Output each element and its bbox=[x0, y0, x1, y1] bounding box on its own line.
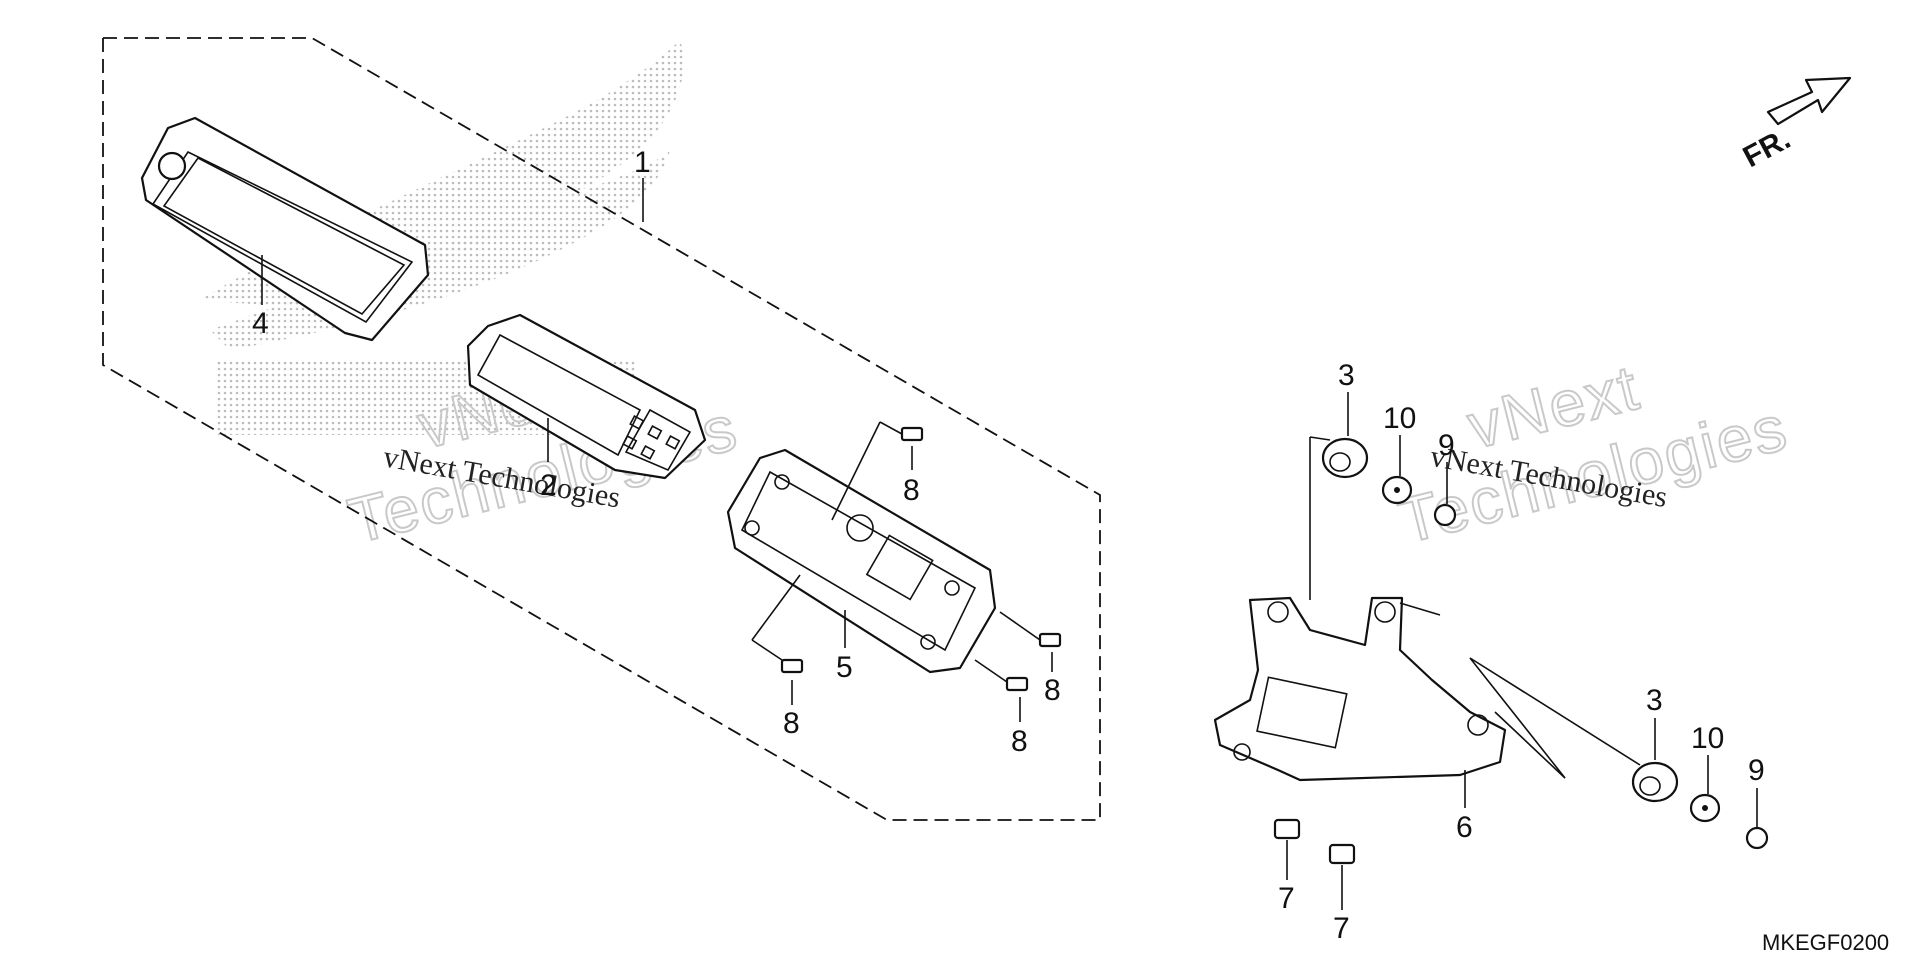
grommet-3-top bbox=[1321, 392, 1369, 479]
callout-3-bottom: 3 bbox=[1646, 684, 1663, 717]
callout-3-top: 3 bbox=[1338, 359, 1355, 392]
callout-2: 2 bbox=[540, 469, 557, 502]
callout-5: 5 bbox=[836, 651, 853, 684]
meter-unit-part bbox=[466, 313, 707, 480]
washer-10-top bbox=[1381, 435, 1413, 505]
callout-9-bottom: 9 bbox=[1748, 754, 1765, 787]
screw-8-bottom-left bbox=[751, 574, 804, 705]
screw-9-bottom bbox=[1745, 788, 1769, 850]
callout-9-top: 9 bbox=[1438, 429, 1455, 462]
callout-1: 1 bbox=[634, 146, 651, 179]
callout-4: 4 bbox=[252, 307, 269, 340]
callout-10-bottom: 10 bbox=[1691, 722, 1724, 755]
bolt-7-left bbox=[1273, 818, 1301, 880]
screw-9-top bbox=[1433, 462, 1457, 527]
callout-8-top: 8 bbox=[903, 474, 920, 507]
callout-8-right: 8 bbox=[1044, 674, 1061, 707]
grommet-3-bottom bbox=[1631, 718, 1679, 803]
diagram-code: MKEGF0200 bbox=[1762, 930, 1889, 955]
front-direction-indicator: FR. bbox=[1738, 76, 1852, 174]
screw-8-right bbox=[999, 611, 1062, 672]
callout-7-right: 7 bbox=[1333, 912, 1350, 945]
front-direction-label: FR. bbox=[1738, 122, 1796, 174]
screw-8-lower-right bbox=[974, 659, 1029, 722]
meter-case-part bbox=[726, 448, 997, 674]
meter-cover-part bbox=[140, 116, 430, 342]
bolt-7-right bbox=[1328, 843, 1356, 910]
callout-8-lower-right: 8 bbox=[1011, 725, 1028, 758]
meter-bracket-part bbox=[1213, 436, 1641, 808]
washer-10-bottom bbox=[1689, 755, 1721, 823]
assembly-boundary bbox=[102, 37, 1101, 821]
callout-7-left: 7 bbox=[1278, 882, 1295, 915]
callout-8-bottom-left: 8 bbox=[783, 707, 800, 740]
screw-8-top bbox=[831, 421, 924, 521]
callout-10-top: 10 bbox=[1383, 402, 1416, 435]
callout-6: 6 bbox=[1456, 811, 1473, 844]
front-arrow-icon bbox=[1766, 76, 1852, 126]
